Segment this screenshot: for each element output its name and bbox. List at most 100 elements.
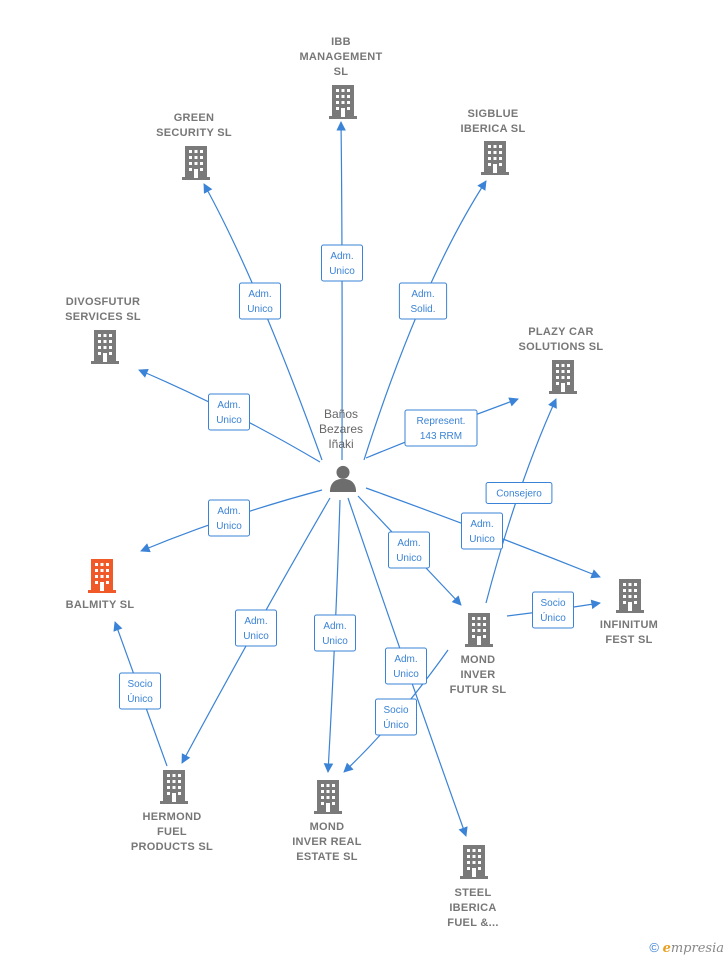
company-name-line: PRODUCTS SL — [131, 841, 213, 853]
edge-label-text: Socio — [127, 679, 152, 690]
edge-label-center-sigblue[interactable]: Adm. Solid. — [398, 282, 448, 320]
company-name-line: DIVOSFUTUR — [66, 296, 141, 308]
company-name-line: STEEL — [455, 887, 492, 899]
edge-label-text: Unico — [393, 669, 419, 680]
edge-label-box — [208, 393, 250, 431]
company-node-steel[interactable]: STEEL IBERICA FUEL &... — [447, 845, 498, 929]
company-node-balmity[interactable]: BALMITY SL — [66, 559, 135, 611]
edge-label-box — [239, 282, 281, 320]
edge-label-box — [385, 647, 427, 685]
edge-label-text: Adm. — [394, 654, 417, 665]
building-icon — [481, 141, 509, 175]
edge-label-text: Adm. — [411, 289, 434, 300]
company-node-plazy[interactable]: PLAZY CAR SOLUTIONS SL — [519, 326, 604, 394]
edge-label-box — [404, 409, 478, 447]
edge-label-text: Unico — [216, 521, 242, 532]
edge-label-box — [388, 531, 430, 569]
company-name-line: ESTATE SL — [296, 851, 358, 863]
edge-label-text: Represent. — [417, 416, 466, 427]
company-name-line: FUEL — [157, 826, 187, 838]
company-name-line: GREEN — [174, 112, 215, 124]
edge-label-text: Socio — [540, 598, 565, 609]
company-name-line: MANAGEMENT — [299, 51, 382, 63]
company-name-line: FUTUR SL — [450, 684, 507, 696]
building-icon — [616, 579, 644, 613]
edge-label-box — [321, 244, 363, 282]
edge-label-text: Adm. — [397, 538, 420, 549]
edge-label-mondfutur-plazy[interactable]: Consejero — [485, 482, 553, 504]
person-icon — [329, 465, 357, 492]
edge-label-text: Adm. — [470, 519, 493, 530]
edge-label-box — [314, 614, 356, 652]
edge-label-center-hermond[interactable]: Adm.Unico — [235, 609, 277, 647]
edge-label-text: Único — [540, 611, 566, 624]
edge-label-text: Unico — [469, 534, 495, 545]
copyright-icon: © — [649, 940, 659, 955]
copyright-footer: © empresia — [649, 940, 724, 956]
company-node-divosfutur[interactable]: DIVOSFUTUR SERVICES SL — [65, 296, 141, 364]
edge-label-text: Solid. — [410, 304, 435, 315]
edge-label-center-mondreal[interactable]: Adm.Unico — [314, 614, 356, 652]
company-name-line: PLAZY CAR — [528, 326, 593, 338]
edge-label-text: 143 RRM — [420, 431, 462, 442]
empresia-logo[interactable]: empresia — [662, 941, 724, 956]
company-name-line: MOND — [310, 821, 345, 833]
company-node-green[interactable]: GREEN SECURITY SL — [156, 112, 232, 180]
edge-label-text: Único — [383, 718, 409, 731]
edge-label-center-mondfutur[interactable]: Adm. Unico — [388, 531, 430, 569]
edge-label-box — [461, 512, 503, 550]
company-name-line: HERMOND — [143, 811, 202, 823]
building-icon — [329, 85, 357, 119]
edge-label-text: Unico — [322, 636, 348, 647]
edge-label-text: Consejero — [496, 489, 542, 500]
edge-label-box — [119, 672, 161, 710]
company-name-line: SECURITY SL — [156, 127, 232, 139]
edge-label-box — [485, 482, 553, 504]
edge-label-center-divosfutur[interactable]: Adm. Unico — [208, 393, 250, 431]
edge-label-center-plazy[interactable]: Represent. 143 RRM — [404, 409, 478, 447]
company-name-line: MOND — [461, 654, 496, 666]
edge-label-text: Adm. — [217, 400, 240, 411]
company-name-line: IBERICA — [449, 902, 496, 914]
edge-label-center-balmity[interactable]: Adm. Unico — [208, 499, 250, 537]
edge-label-text: Socio — [383, 705, 408, 716]
company-node-hermond[interactable]: HERMOND FUEL PRODUCTS SL — [131, 770, 213, 853]
company-node-mondreal[interactable]: MOND INVER REAL ESTATE SL — [292, 780, 362, 863]
edge-label-center-infinitum[interactable]: Adm. Unico — [461, 512, 503, 550]
edge-label-box — [398, 282, 448, 320]
edge-label-text: Unico — [216, 415, 242, 426]
company-name-line: FUEL &... — [447, 917, 498, 929]
edge-label-center-ibb[interactable]: Adm.Unico — [321, 244, 363, 282]
building-icon — [314, 780, 342, 814]
building-icon — [91, 330, 119, 364]
edge-label-center-steel[interactable]: Adm. Unico — [385, 647, 427, 685]
company-name-line: IBB — [331, 36, 351, 48]
building-icon — [160, 770, 188, 804]
edge-label-box — [208, 499, 250, 537]
edge-label-text: Unico — [243, 631, 269, 642]
company-name-line: INVER REAL — [292, 836, 362, 848]
edge-label-text: Unico — [396, 553, 422, 564]
building-icon — [460, 845, 488, 879]
edge-label-text: Adm. — [217, 506, 240, 517]
building-icon — [549, 360, 577, 394]
edge-label-center-green[interactable]: Adm.Unico — [239, 282, 281, 320]
company-name-line: SERVICES SL — [65, 311, 141, 323]
company-name-line: IBERICA SL — [461, 123, 526, 135]
company-name-line: INFINITUM — [600, 619, 658, 631]
edge-label-text: Único — [127, 692, 153, 705]
company-name-line: SOLUTIONS SL — [519, 341, 604, 353]
building-icon — [465, 613, 493, 647]
person-name-line: Baños — [324, 407, 358, 421]
person-name-line: Bezares — [319, 422, 363, 436]
